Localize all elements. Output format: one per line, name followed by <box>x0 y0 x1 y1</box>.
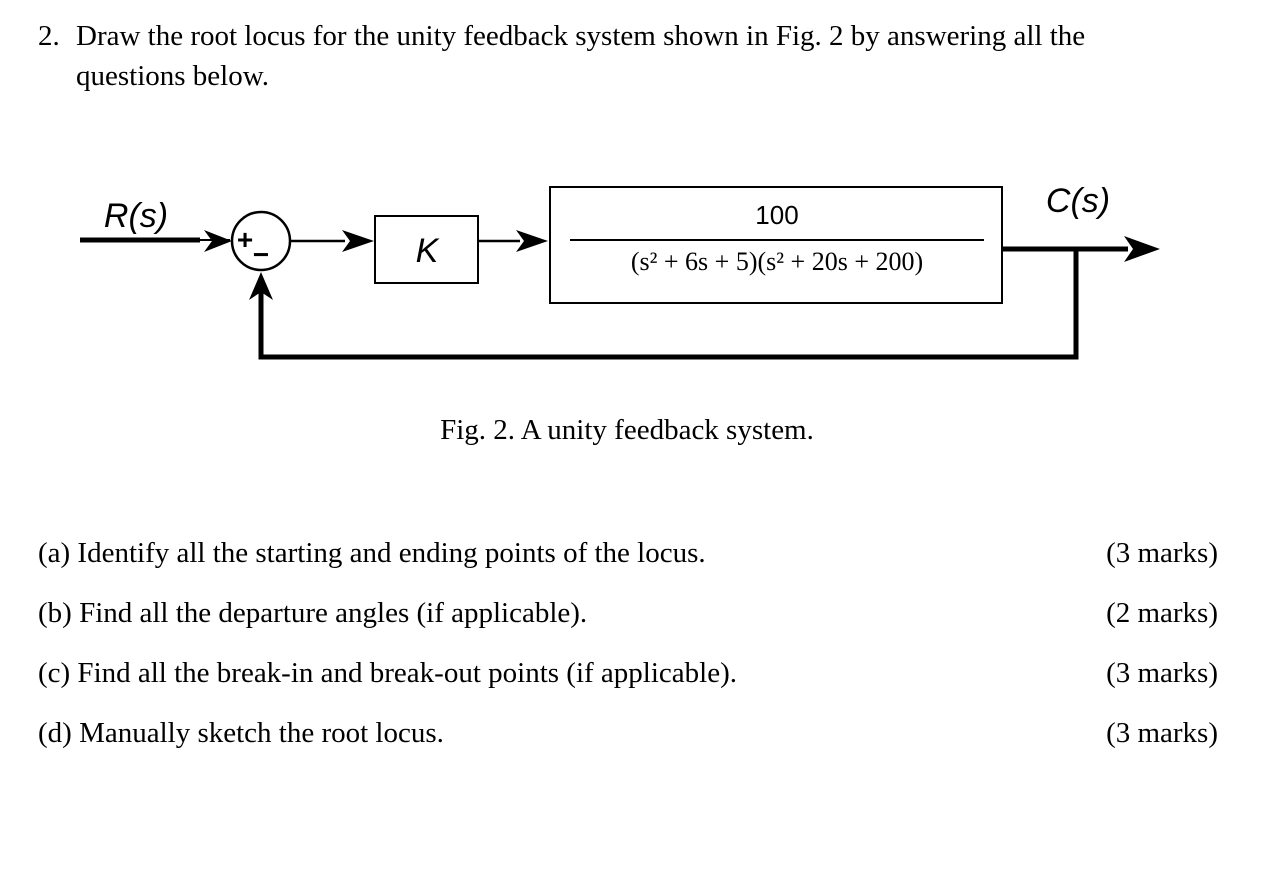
input-label: R(s) <box>104 197 168 235</box>
output-arrowhead <box>1124 236 1160 262</box>
junction-to-gain-arrowhead <box>342 230 374 252</box>
part-d-marks: (3 marks) <box>1106 717 1218 749</box>
part-c: (c) Find all the break-in and break-out … <box>38 650 1218 710</box>
gain-label: K <box>416 232 440 270</box>
plant-numerator: 100 <box>755 200 798 230</box>
feedback-path <box>258 249 1079 360</box>
part-a-text: (a) Identify all the starting and ending… <box>38 537 706 569</box>
figure-caption: Fig. 2. A unity feedback system. <box>0 414 1262 447</box>
feedback-arrowhead <box>249 272 273 300</box>
part-b-text: (b) Find all the departure angles (if ap… <box>38 597 588 629</box>
minus-sign: − <box>253 239 269 270</box>
question-line-1: 2. Draw the root locus for the unity feed… <box>38 16 1218 56</box>
question-number: 2. <box>38 20 60 52</box>
part-a: (a) Identify all the starting and ending… <box>38 530 1218 590</box>
plus-sign: + <box>237 224 253 255</box>
output-label: C(s) <box>1046 182 1110 220</box>
question-parts: (a) Identify all the starting and ending… <box>38 530 1218 770</box>
figure-caption-text: Fig. 2. A unity feedback system. <box>440 414 814 446</box>
part-b-marks: (2 marks) <box>1106 597 1218 629</box>
question-text-line-1: Draw the root locus for the unity feedba… <box>76 20 1086 52</box>
part-b: (b) Find all the departure angles (if ap… <box>38 590 1218 650</box>
part-a-marks: (3 marks) <box>1106 537 1218 569</box>
gain-to-plant-arrowhead <box>516 230 548 252</box>
part-d-text: (d) Manually sketch the root locus. <box>38 717 444 749</box>
gain-block <box>374 215 479 284</box>
plant-denominator: (s² + 6s + 5)(s² + 20s + 200) <box>631 247 923 276</box>
plant-block <box>549 186 1003 304</box>
input-arrowhead <box>204 230 232 252</box>
question-intro: 2. Draw the root locus for the unity feed… <box>38 16 1218 96</box>
part-c-text: (c) Find all the break-in and break-out … <box>38 657 737 689</box>
part-d: (d) Manually sketch the root locus. (3 m… <box>38 710 1218 770</box>
part-c-marks: (3 marks) <box>1106 657 1218 689</box>
question-text-line-2: questions below. <box>76 60 270 92</box>
